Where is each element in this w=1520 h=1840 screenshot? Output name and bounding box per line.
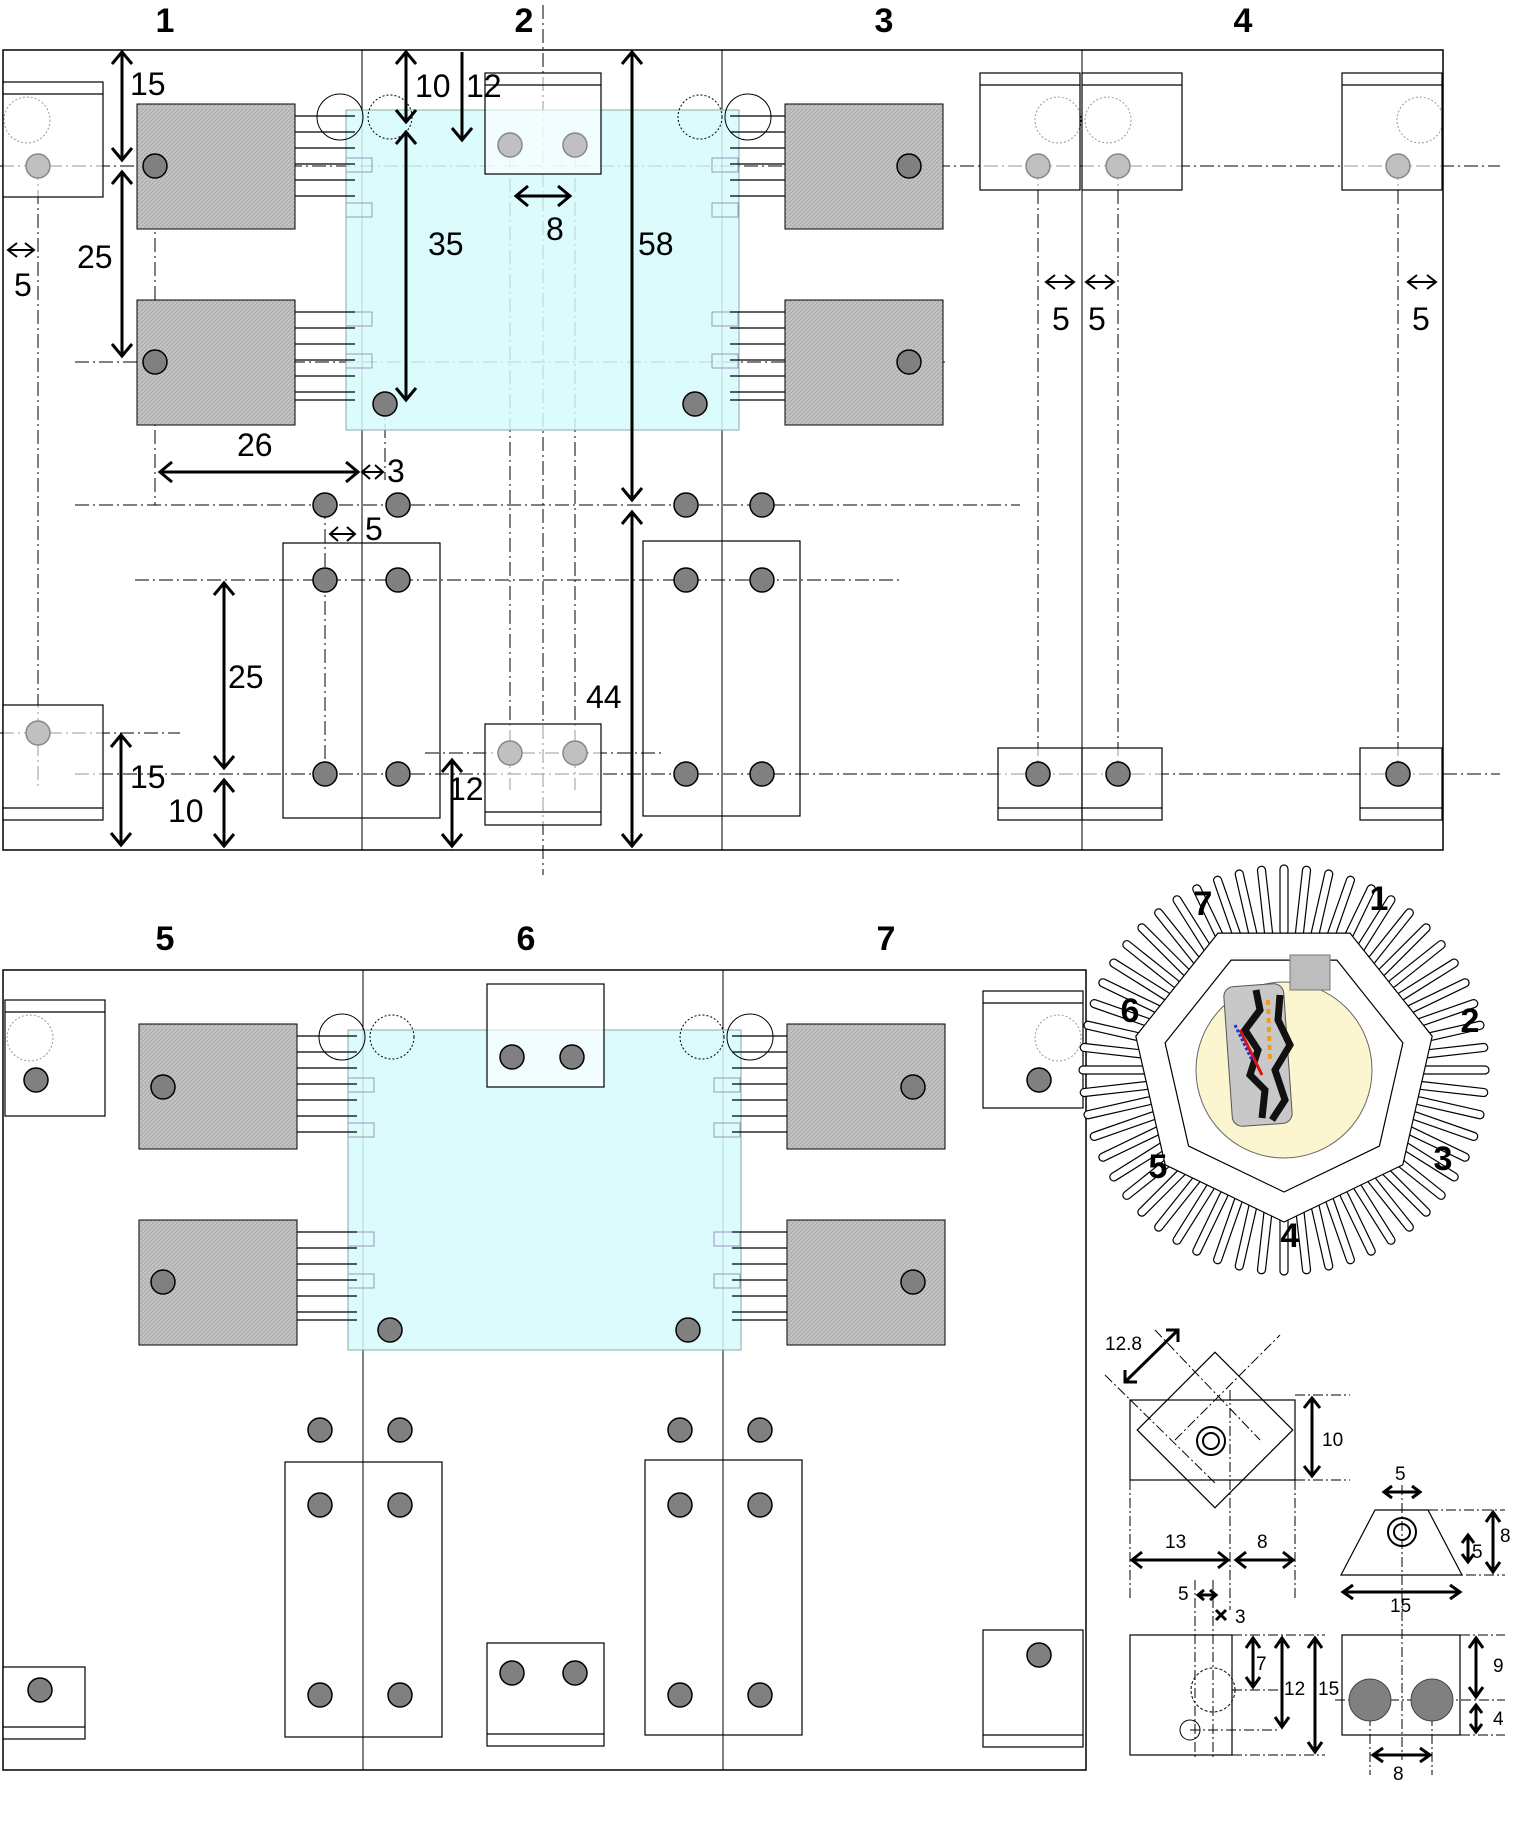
plate-left-bottom — [284, 1461, 443, 1738]
heatsink-fin — [1417, 1080, 1489, 1098]
section-label-2: 2 — [515, 2, 534, 40]
dim-8: 8 — [546, 211, 564, 247]
dim-5-left: 5 — [14, 267, 32, 303]
small-dim-arrows-top — [6, 242, 1438, 542]
dim-5-sec4-a: 5 — [1052, 301, 1070, 337]
section-label-5: 5 — [156, 920, 175, 958]
dim-3: 3 — [387, 453, 405, 489]
brackets-top — [2, 72, 1443, 826]
dimension-arrows-top — [109, 49, 644, 849]
dim-5-trapezoid-side: 5 — [1472, 1542, 1483, 1563]
dim-25-plate: 25 — [228, 659, 264, 695]
section-label-7: 7 — [877, 920, 896, 958]
dim-8-trapezoid: 8 — [1500, 1526, 1511, 1547]
holes-bottom — [23, 1044, 1052, 1708]
heatsink-fins — [1078, 864, 1490, 1276]
heatsink-fin — [1079, 1080, 1151, 1098]
dim-25-left: 25 — [77, 239, 113, 275]
bottom-panel-frame — [2, 969, 1087, 1771]
holes-top — [142, 153, 1411, 787]
dim-35: 35 — [428, 226, 464, 262]
plate-left — [282, 542, 441, 819]
top-panel-frame — [2, 49, 1444, 851]
heatsink-label-6: 6 — [1121, 992, 1140, 1030]
dim-5-plate: 5 — [365, 511, 383, 547]
dim-5-sec4-b: 5 — [1088, 301, 1106, 337]
top-panel: 1 2 3 4 — [0, 2, 1500, 875]
dim-12-bottom: 12 — [448, 771, 484, 807]
heatsink-label-5: 5 — [1149, 1148, 1168, 1186]
detail-square-left — [1129, 1634, 1233, 1756]
heatsink-fin — [1294, 865, 1312, 937]
dim-12-8: 12.8 — [1105, 1334, 1142, 1355]
dim-13: 13 — [1165, 1532, 1186, 1553]
dim-15-detail: 15 — [1318, 1679, 1339, 1700]
heatsink-label-7: 7 — [1194, 885, 1213, 923]
brackets-bottom — [2, 983, 1084, 1748]
section-label-1: 1 — [156, 2, 175, 40]
detail-rotated-square — [1136, 1351, 1294, 1509]
dim-5-sec4-c: 5 — [1412, 301, 1430, 337]
holes-top-light — [25, 132, 1411, 766]
dim-10-top: 10 — [415, 68, 451, 104]
heatsink-fin — [1078, 1065, 1150, 1075]
dim-26: 26 — [237, 427, 273, 463]
section-label-6: 6 — [517, 920, 536, 958]
detail-views: 12.8 10 13 8 5 5 8 15 — [1104, 1328, 1511, 1785]
dim-5-trapezoid-top: 5 — [1395, 1464, 1406, 1485]
dim-7: 7 — [1256, 1654, 1267, 1675]
heatsink-fin — [1256, 865, 1274, 937]
dim-3-detail: 3 — [1235, 1607, 1246, 1628]
dim-5-square: 5 — [1178, 1584, 1189, 1605]
dim-12-detail: 12 — [1284, 1679, 1305, 1700]
dim-15-trapezoid: 15 — [1390, 1596, 1411, 1617]
plate-right — [642, 540, 801, 817]
dim-10-bottom: 10 — [168, 793, 204, 829]
dim-8-detail-a: 8 — [1257, 1532, 1268, 1553]
heatsink-label-2: 2 — [1461, 1002, 1480, 1040]
heatsink-fin — [1418, 1065, 1490, 1075]
section-label-3: 3 — [875, 2, 894, 40]
detail-square-right — [1341, 1634, 1461, 1736]
dim-8-detail-c: 8 — [1393, 1764, 1404, 1785]
bottom-panel: 5 6 7 — [2, 920, 1087, 1771]
dim-58: 58 — [638, 226, 674, 262]
dim-15-bottom: 15 — [130, 759, 166, 795]
dim-15-top: 15 — [130, 66, 166, 102]
dim-12-top: 12 — [466, 68, 502, 104]
heatsink-pcb — [1223, 954, 1331, 1127]
heatsink-label-1: 1 — [1370, 880, 1389, 918]
heatsink-fin — [1279, 864, 1289, 936]
dim-44: 44 — [586, 679, 622, 715]
heatsink-label-4: 4 — [1281, 1217, 1300, 1255]
dim-9: 9 — [1493, 1656, 1504, 1677]
section-label-4: 4 — [1234, 2, 1253, 40]
dim-10-detail: 10 — [1322, 1430, 1343, 1451]
heatsink-label-3: 3 — [1434, 1140, 1453, 1178]
heatsink-view: 7 1 2 3 4 5 6 — [1078, 864, 1490, 1276]
plate-right-bottom — [644, 1459, 803, 1736]
dim-4: 4 — [1493, 1709, 1504, 1730]
